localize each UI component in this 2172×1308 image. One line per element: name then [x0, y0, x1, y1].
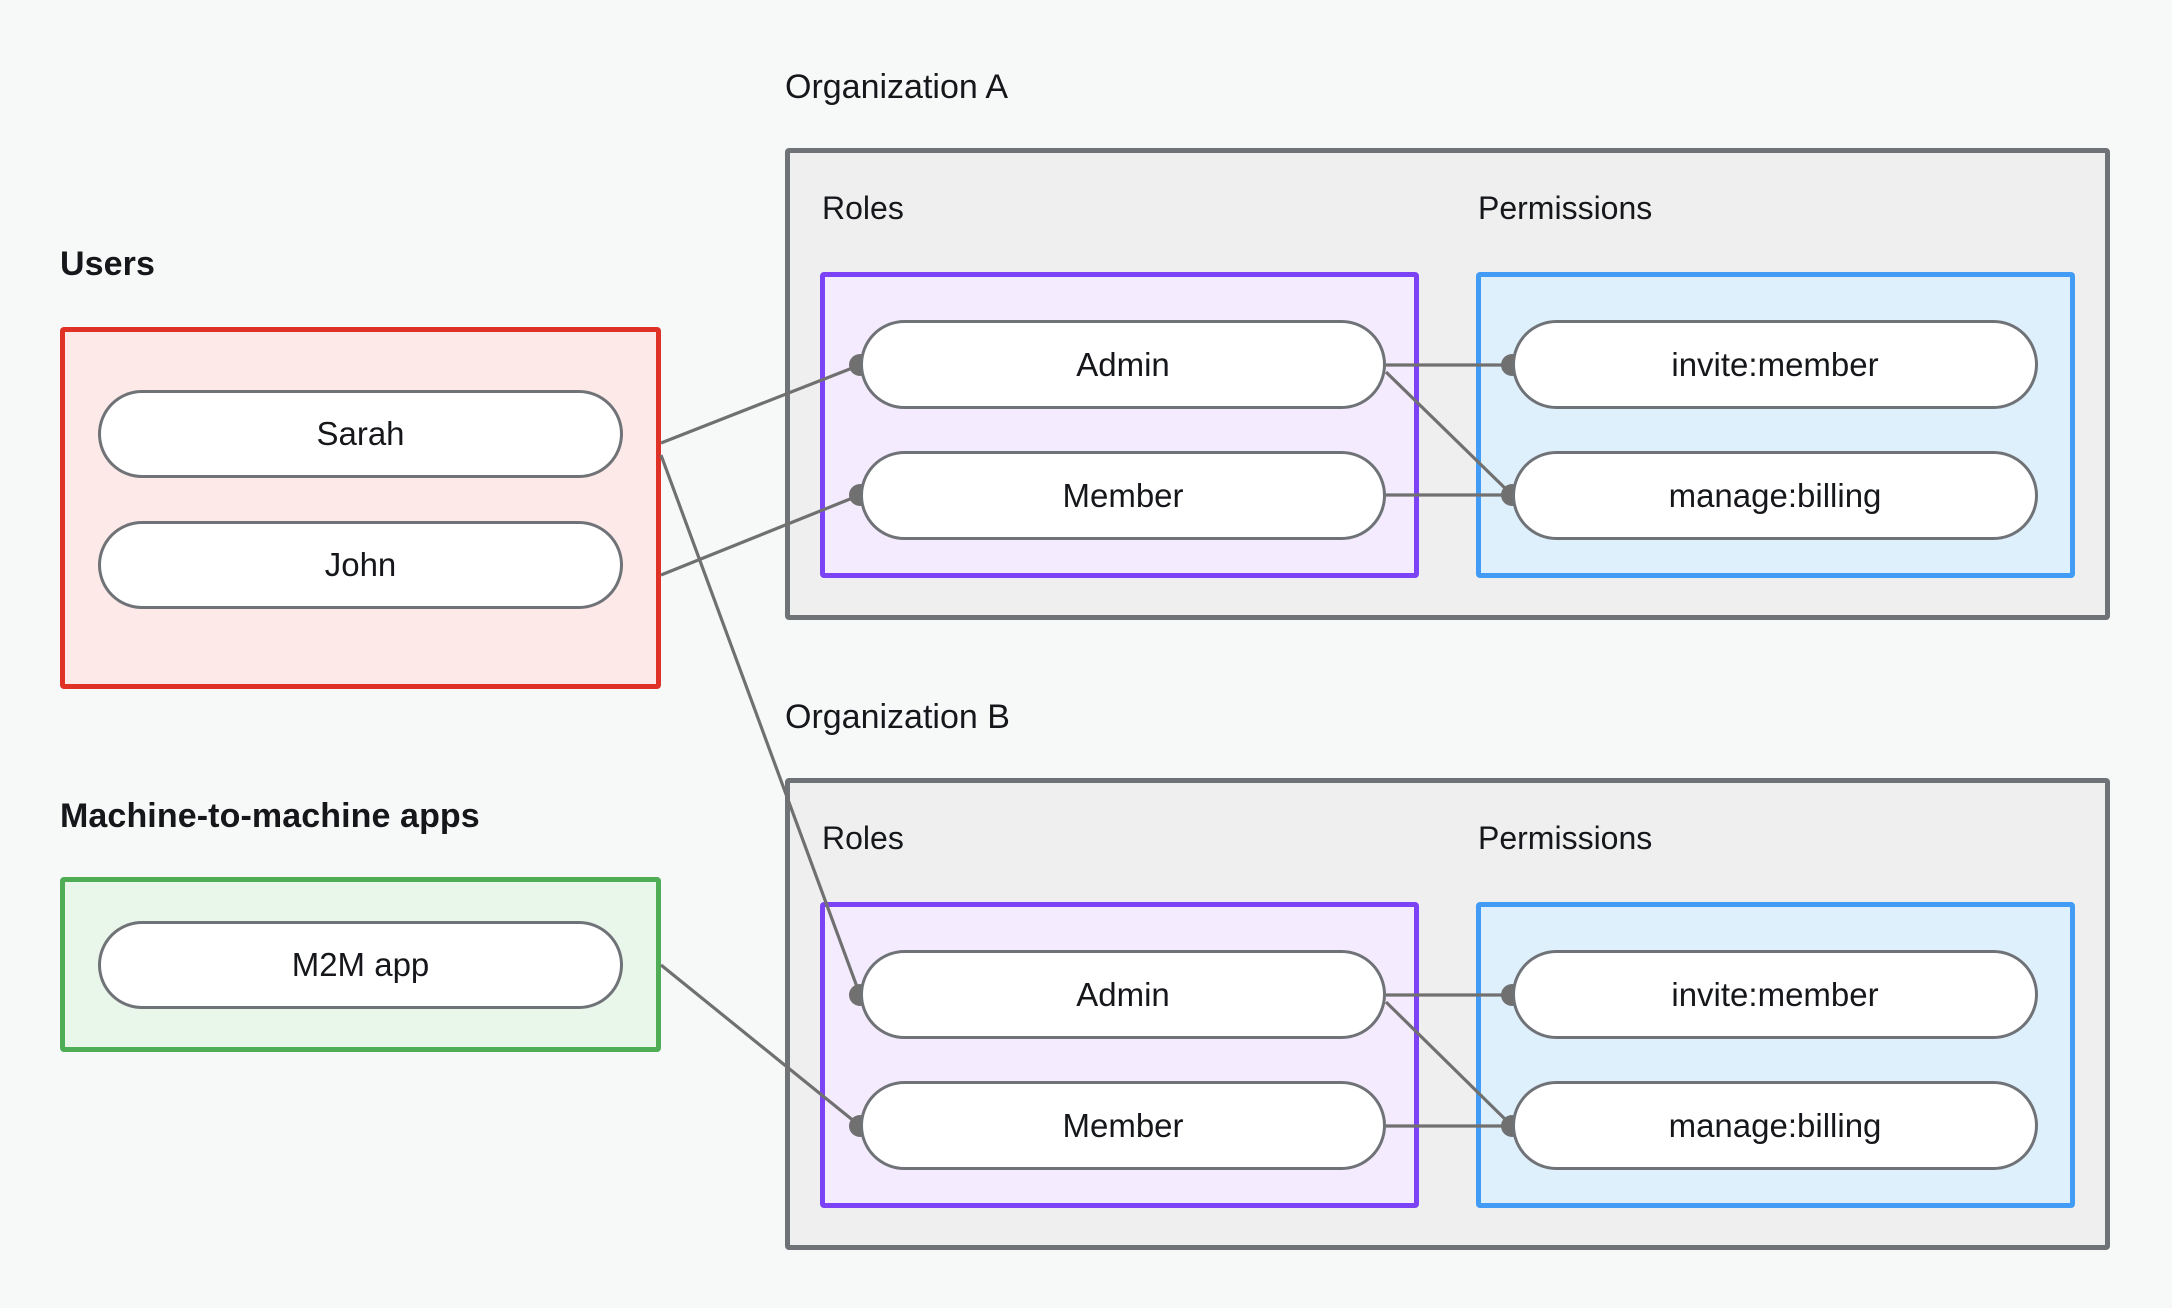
org-b-role-member[interactable]: Member	[860, 1081, 1386, 1170]
org-b-permission-invite-member[interactable]: invite:member	[1512, 950, 2038, 1039]
org-a-role-member-label: Member	[1062, 476, 1184, 514]
org-a-roles-label: Roles	[822, 190, 904, 226]
org-a-permissions-label: Permissions	[1478, 190, 1653, 226]
org-b-permission-manage-billing-label: manage:billing	[1668, 1106, 1882, 1144]
m2m-node-app[interactable]: M2M app	[98, 921, 623, 1009]
org-a-role-member[interactable]: Member	[860, 451, 1386, 540]
org-b-role-member-label: Member	[1062, 1106, 1184, 1144]
org-b-role-admin-label: Admin	[1076, 975, 1170, 1013]
org-b-permission-manage-billing[interactable]: manage:billing	[1512, 1081, 2038, 1170]
users-container	[60, 327, 661, 689]
user-node-john-label: John	[324, 546, 397, 583]
org-b-permissions-label: Permissions	[1478, 820, 1653, 856]
user-node-john[interactable]: John	[98, 521, 623, 609]
org-a-role-admin[interactable]: Admin	[860, 320, 1386, 409]
user-node-sarah[interactable]: Sarah	[98, 390, 623, 478]
m2m-group-label: Machine-to-machine apps	[60, 797, 480, 835]
org-a-label: Organization A	[785, 68, 1009, 106]
org-a-permission-manage-billing[interactable]: manage:billing	[1512, 451, 2038, 540]
org-b-role-admin[interactable]: Admin	[860, 950, 1386, 1039]
m2m-node-app-label: M2M app	[291, 946, 430, 983]
org-a-permission-invite-member[interactable]: invite:member	[1512, 320, 2038, 409]
org-b-label: Organization B	[785, 698, 1010, 736]
org-b-permission-invite-member-label: invite:member	[1671, 975, 1879, 1013]
org-a-permission-invite-member-label: invite:member	[1671, 345, 1879, 383]
user-node-sarah-label: Sarah	[316, 415, 405, 452]
org-a-role-admin-label: Admin	[1076, 345, 1170, 383]
users-group-label: Users	[60, 245, 156, 283]
org-a-permission-manage-billing-label: manage:billing	[1668, 476, 1882, 514]
org-b-roles-label: Roles	[822, 820, 904, 856]
